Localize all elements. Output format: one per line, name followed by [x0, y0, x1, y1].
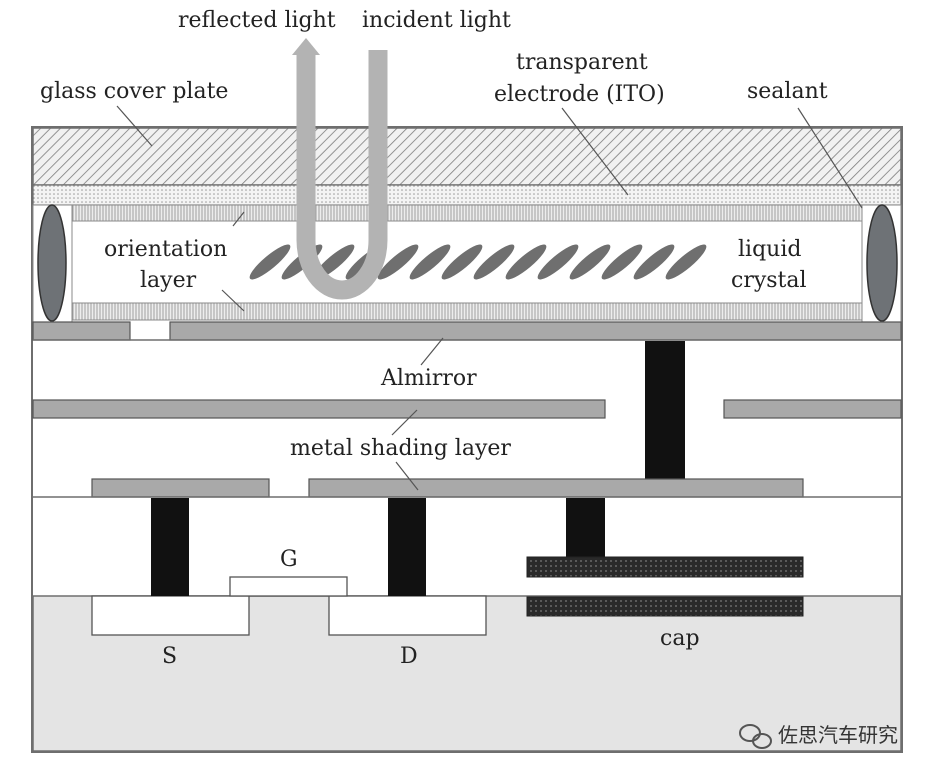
light-path: [296, 50, 388, 300]
sealant-left: [37, 204, 67, 322]
lc-molecule: [377, 244, 419, 280]
lc-molecule: [633, 244, 675, 280]
source-label: S: [162, 644, 177, 669]
reflected-light-arrowhead: [292, 38, 320, 55]
orientation-layer-top: [71, 204, 863, 222]
leader-lines: [116, 105, 863, 491]
lc-molecule: [441, 244, 483, 280]
al-mirror-label: Almirror: [380, 366, 477, 391]
gate-label: G: [280, 547, 298, 572]
via-mirror: [645, 341, 685, 479]
glass-cover-plate: [32, 127, 902, 186]
lc-molecule: [249, 244, 291, 280]
liquid-crystal-molecules: [249, 244, 707, 280]
cap-label: cap: [660, 626, 700, 651]
lc-molecule: [505, 244, 547, 280]
al-mirror-left: [32, 321, 131, 341]
reflected-light-label: reflected light: [178, 8, 336, 33]
liquid-crystal-label-line2: crystal: [731, 268, 807, 293]
lc-molecule: [569, 244, 611, 280]
orientation-layer-label-line2: layer: [140, 268, 197, 293]
incident-light-label: incident light: [362, 8, 511, 33]
gate-electrode: [229, 576, 348, 597]
watermark-text: 佐思汽车研究: [778, 723, 898, 747]
sealant-right: [866, 204, 898, 322]
cap-contact: [566, 498, 605, 557]
ito-electrode: [32, 184, 902, 206]
drain-contact: [388, 498, 426, 596]
lc-molecule: [473, 244, 515, 280]
metal-layer-left: [32, 399, 606, 419]
orientation-layer-bottom: [71, 302, 863, 321]
watermark: 佐思汽车研究: [739, 723, 898, 749]
lc-molecule: [537, 244, 579, 280]
lc-molecule: [409, 244, 451, 280]
capacitor-top-plate: [526, 556, 804, 578]
glass-cover-plate-label: glass cover plate: [40, 79, 228, 104]
transparent-electrode-label-line1: transparent: [516, 50, 648, 75]
orientation-layer-label-line1: orientation: [104, 237, 227, 262]
capacitor-bottom-plate: [526, 596, 804, 617]
al-mirror-main: [169, 321, 902, 341]
metal-shading-layer-label: metal shading layer: [290, 436, 511, 461]
lc-molecule: [665, 244, 707, 280]
liquid-crystal-label-line1: liquid: [738, 237, 801, 262]
lc-molecule: [601, 244, 643, 280]
drain-label: D: [400, 644, 418, 669]
source-region: [91, 595, 250, 636]
source-contact: [151, 498, 189, 596]
transparent-electrode-label-line2: electrode (ITO): [494, 82, 665, 107]
metal-layer-right: [723, 399, 902, 419]
metal-shading-left: [91, 478, 270, 498]
metal-shading-main: [308, 478, 804, 498]
wechat-logo-icon: [739, 724, 772, 749]
sealant-label: sealant: [747, 79, 828, 104]
drain-region: [328, 595, 487, 636]
